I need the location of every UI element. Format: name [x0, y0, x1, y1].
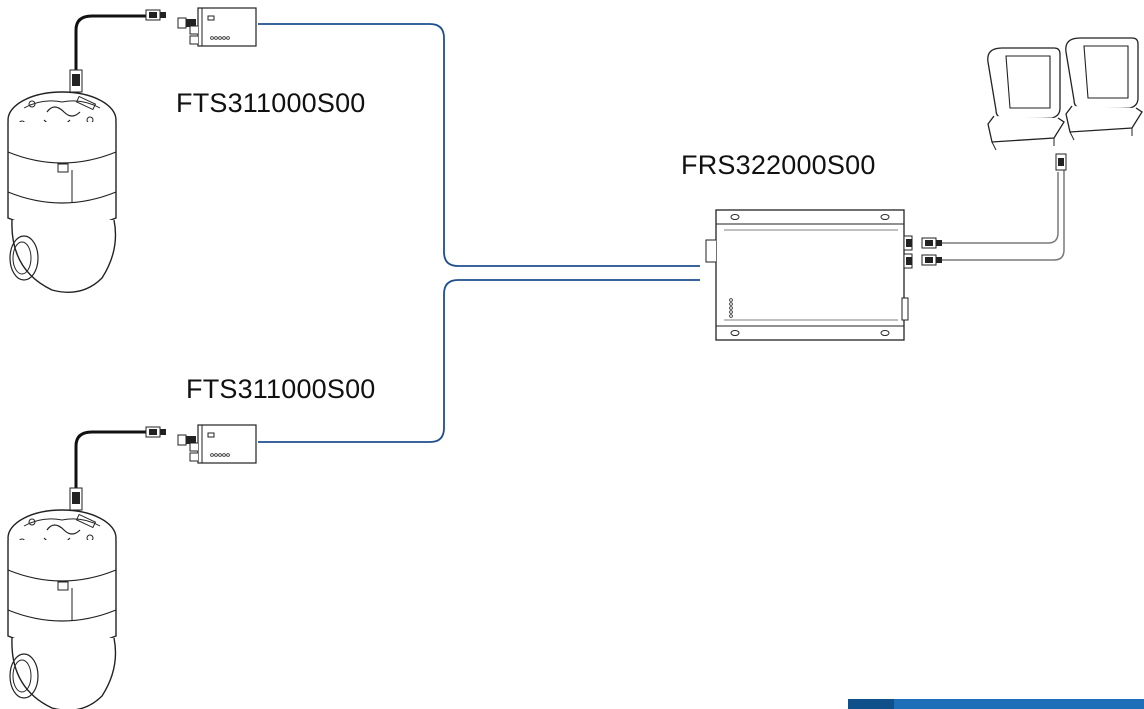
bnc-connector-icon [145, 9, 167, 21]
monitor-icon [987, 47, 1065, 151]
coax-cable-top [69, 14, 150, 93]
coax-cable-bottom [69, 430, 150, 511]
bnc-connector-icon [145, 426, 167, 438]
ptz-dome-camera-icon [7, 509, 117, 709]
fiber-link-top [258, 23, 700, 267]
footer-bar [848, 699, 1144, 709]
fiber-receiver-icon [705, 209, 913, 341]
ptz-dome-camera-icon [7, 91, 117, 293]
fiber-transmitter-icon [177, 424, 257, 464]
transmitter-top-label: FTS311000S00 [176, 88, 366, 118]
receiver-label: FRS322000S00 [681, 150, 876, 180]
footer-tab [848, 699, 894, 709]
video-cable [921, 153, 1067, 266]
monitor-icon [1065, 37, 1143, 141]
fiber-transmitter-icon [177, 7, 257, 47]
transmitter-bottom-label: FTS311000S00 [186, 374, 376, 404]
fiber-link-bottom [258, 279, 700, 443]
